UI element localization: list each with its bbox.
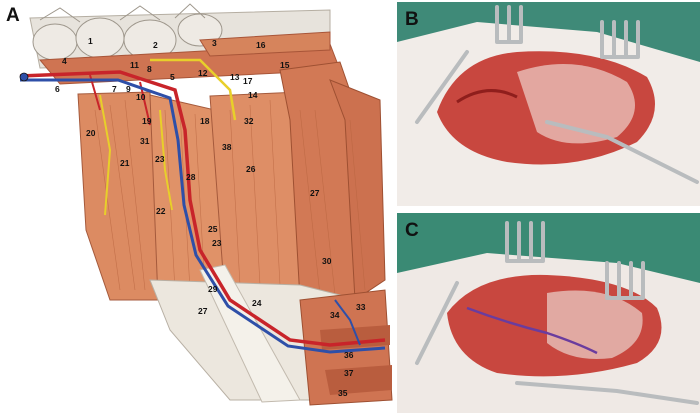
- label-15: 15: [280, 60, 290, 70]
- label-21: 21: [120, 158, 130, 168]
- panel-letter-c: C: [405, 220, 419, 241]
- label-5: 5: [170, 72, 175, 82]
- label-11: 11: [130, 60, 139, 70]
- label-23a: 23: [155, 154, 165, 164]
- label-30: 30: [322, 256, 332, 266]
- label-34: 34: [330, 310, 340, 320]
- label-25: 25: [208, 224, 218, 234]
- label-4: 4: [62, 56, 67, 66]
- label-37: 37: [344, 368, 354, 378]
- surgical-scene-b: [397, 2, 700, 206]
- label-33: 33: [356, 302, 366, 312]
- label-32: 32: [244, 116, 254, 126]
- label-20: 20: [86, 128, 96, 138]
- surgical-photo-b: B: [397, 2, 700, 206]
- label-29: 29: [208, 284, 218, 294]
- label-28: 28: [186, 172, 196, 182]
- label-17: 17: [243, 76, 253, 86]
- label-10: 10: [136, 92, 146, 102]
- label-27b: 27: [198, 306, 208, 316]
- label-35: 35: [338, 388, 348, 398]
- label-16: 16: [256, 40, 266, 50]
- label-23b: 23: [212, 238, 222, 248]
- label-7: 7: [112, 84, 117, 94]
- label-2: 2: [153, 40, 158, 50]
- label-12: 12: [198, 68, 208, 78]
- anatomy-drawing: 1 2 3 4 5 6 7 8 9 10 11 12 13 14 15 16 1…: [19, 3, 393, 406]
- label-24: 24: [252, 298, 262, 308]
- label-38: 38: [222, 142, 232, 152]
- label-26: 26: [246, 164, 256, 174]
- label-9: 9: [126, 84, 131, 94]
- anatomical-illustration-panel: 1 2 3 4 5 6 7 8 9 10 11 12 13 14 15 16 1…: [6, 3, 393, 406]
- surgical-scene-c: [397, 213, 700, 413]
- surgical-photo-c: C: [397, 213, 700, 413]
- label-18: 18: [200, 116, 210, 126]
- label-22: 22: [156, 206, 166, 216]
- label-8: 8: [147, 64, 152, 74]
- label-1: 1: [88, 36, 93, 46]
- label-36: 36: [344, 350, 354, 360]
- panel-letter-a: A: [6, 5, 20, 26]
- anatomy-number-labels: 1 2 3 4 5 6 7 8 9 10 11 12 13 14 15 16 1…: [55, 36, 366, 398]
- label-14: 14: [248, 90, 258, 100]
- label-3: 3: [212, 38, 217, 48]
- label-31: 31: [140, 136, 150, 146]
- label-27a: 27: [310, 188, 320, 198]
- panel-letter-b: B: [405, 9, 419, 30]
- label-13: 13: [230, 72, 240, 82]
- label-6: 6: [55, 84, 60, 94]
- label-19: 19: [142, 116, 152, 126]
